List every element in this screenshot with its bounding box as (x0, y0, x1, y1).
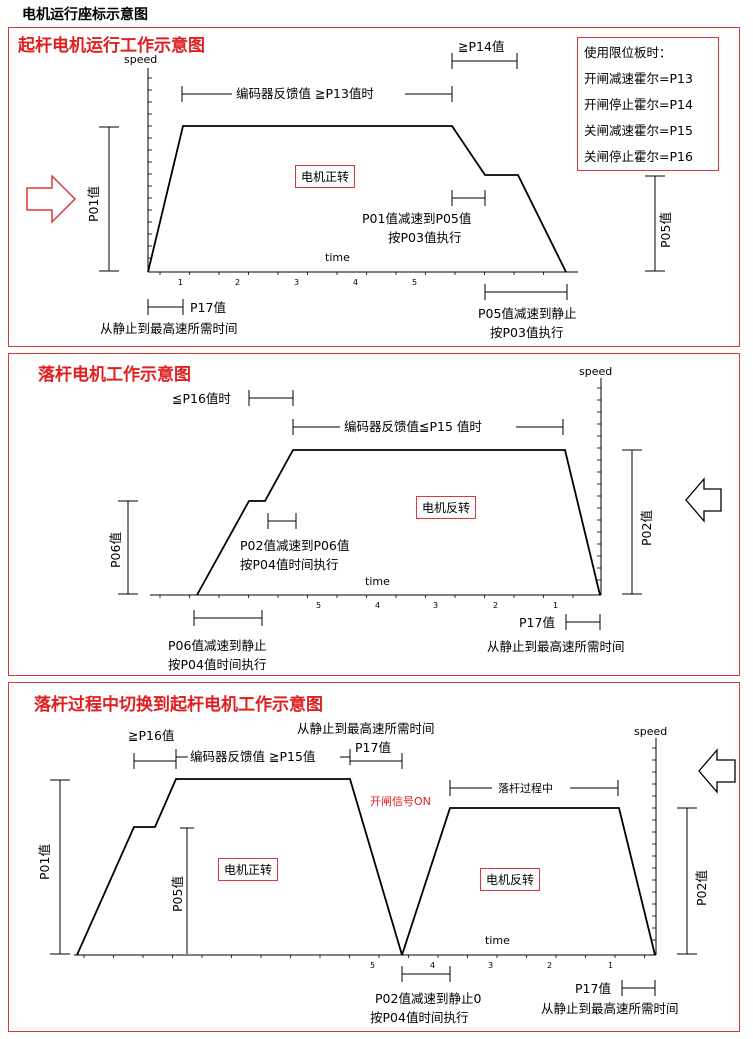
p16-label: ≧P16值 (128, 728, 174, 743)
x-axis-ticks (159, 272, 544, 275)
tick-label: 4 (375, 601, 380, 610)
x-axis-label: time (325, 251, 350, 264)
panel-lower (8, 353, 740, 676)
stop-label-1: P05值减速到静止 (478, 306, 576, 321)
arrow-left-icon (698, 748, 736, 794)
p05-label: P05值 (658, 212, 673, 248)
tick-label: 1 (608, 961, 613, 970)
tick-label: 3 (294, 278, 299, 287)
legend-item: 开闸停止霍尔=P14 (584, 97, 693, 112)
p13-label: 编码器反馈值 ≧P13值时 (236, 86, 374, 101)
speed-profile-reverse (401, 807, 656, 956)
motor-reverse-label: 电机反转 (416, 496, 477, 519)
y-axis-ticks (148, 77, 152, 259)
p17-top-label: P17值 (355, 740, 391, 755)
y-axis-label: speed (124, 53, 157, 66)
y-axis-label: speed (634, 725, 667, 738)
tick-label: 1 (178, 278, 183, 287)
tick-label: 2 (235, 278, 240, 287)
panel-lower-graphics: speed time 5 4 3 2 1 ≦P16值时 编码器反馈值≦P15 值… (108, 365, 722, 672)
p17-desc: 从静止到最高速所需时间 (100, 321, 238, 336)
arrow-right-icon (26, 174, 77, 224)
arrow-left-icon (685, 477, 722, 523)
motor-forward-label: 电机正转 (295, 165, 356, 188)
x-axis-label: time (365, 575, 390, 588)
tick-label: 2 (493, 601, 498, 610)
p17-label: P17值 (575, 981, 611, 996)
tick-label: 4 (430, 961, 435, 970)
tick-label: 1 (553, 601, 558, 610)
p15-label: 编码器反馈值≦P15 值时 (344, 419, 482, 434)
tick-label: 5 (370, 961, 375, 970)
tick-label: 5 (316, 601, 321, 610)
p14-label: ≧P14值 (458, 39, 504, 54)
speed-profile (147, 125, 567, 273)
p17-label: P17值 (519, 615, 555, 630)
panel-raise-graphics: speed time 1 2 3 4 5 ≧P14值 编码器反馈值 ≧P13值时… (26, 39, 673, 340)
open-signal-label: 开闸信号ON (370, 795, 431, 808)
y-axis-label: speed (579, 365, 612, 378)
p02-label: P02值 (694, 870, 709, 906)
p06-label: P06值 (108, 532, 123, 568)
tick-label: 3 (433, 601, 438, 610)
decel-label-1: P01值减速到P05值 (362, 211, 471, 226)
tick-label: 2 (547, 961, 552, 970)
motor-forward-label-3: 电机正转 (218, 858, 279, 881)
panel-switch-graphics: speed time 5 4 3 2 1 ≧P16值 编码器反馈值 ≧P15值 … (37, 721, 736, 1025)
tick-label: 4 (353, 278, 358, 287)
stop-label-1: P06值减速到静止 (168, 638, 266, 653)
decel-label-2: 按P04值时间执行 (240, 557, 338, 572)
p01-label: P01值 (86, 186, 101, 222)
decel-label-1: P02值减速到P06值 (240, 538, 349, 553)
stop-label-2: 按P04值时间执行 (168, 657, 266, 672)
legend-item: 使用限位板时： (584, 45, 672, 60)
p17-top-desc: 从静止到最高速所需时间 (297, 721, 435, 736)
panel-raise-title: 起杆电机运行工作示意图 (18, 36, 205, 56)
motor-reverse-label-3: 电机反转 (480, 868, 541, 891)
stop-label-1: P02值减速到静止0 (375, 991, 481, 1006)
tick-label: 3 (488, 961, 493, 970)
p17-desc: 从静止到最高速所需时间 (541, 1001, 679, 1016)
stop-label-2: 按P03值执行 (490, 325, 563, 340)
p02-label: P02值 (639, 510, 654, 546)
limit-plate-legend: 使用限位板时： 开闸减速霍尔=P13 开闸停止霍尔=P14 关闸减速霍尔=P15… (577, 37, 719, 171)
p15-label: 编码器反馈值 ≧P15值 (190, 749, 315, 764)
decel-label-2: 按P03值执行 (388, 230, 461, 245)
panel-lower-title: 落杆电机工作示意图 (38, 365, 191, 385)
x-axis-label: time (485, 934, 510, 947)
p16-label: ≦P16值时 (172, 391, 231, 406)
panel-switch (8, 682, 740, 1032)
legend-item: 关闸停止霍尔=P16 (584, 149, 693, 164)
p01-label: P01值 (37, 844, 52, 880)
tick-label: 5 (412, 278, 417, 287)
p17-desc: 从静止到最高速所需时间 (487, 639, 625, 654)
legend-item: 开闸减速霍尔=P13 (584, 71, 693, 86)
dropping-label: 落杆过程中 (498, 781, 553, 795)
legend-item: 关闸减速霍尔=P15 (584, 123, 693, 138)
page-title: 电机运行座标示意图 (22, 7, 148, 23)
p05-label: P05值 (170, 876, 185, 912)
speed-profile (196, 449, 601, 596)
p17-label: P17值 (190, 300, 226, 315)
stop-label-2: 按P04值时间执行 (370, 1010, 468, 1025)
speed-profile-forward (76, 778, 403, 956)
panel-switch-title: 落杆过程中切换到起杆电机工作示意图 (34, 695, 323, 715)
